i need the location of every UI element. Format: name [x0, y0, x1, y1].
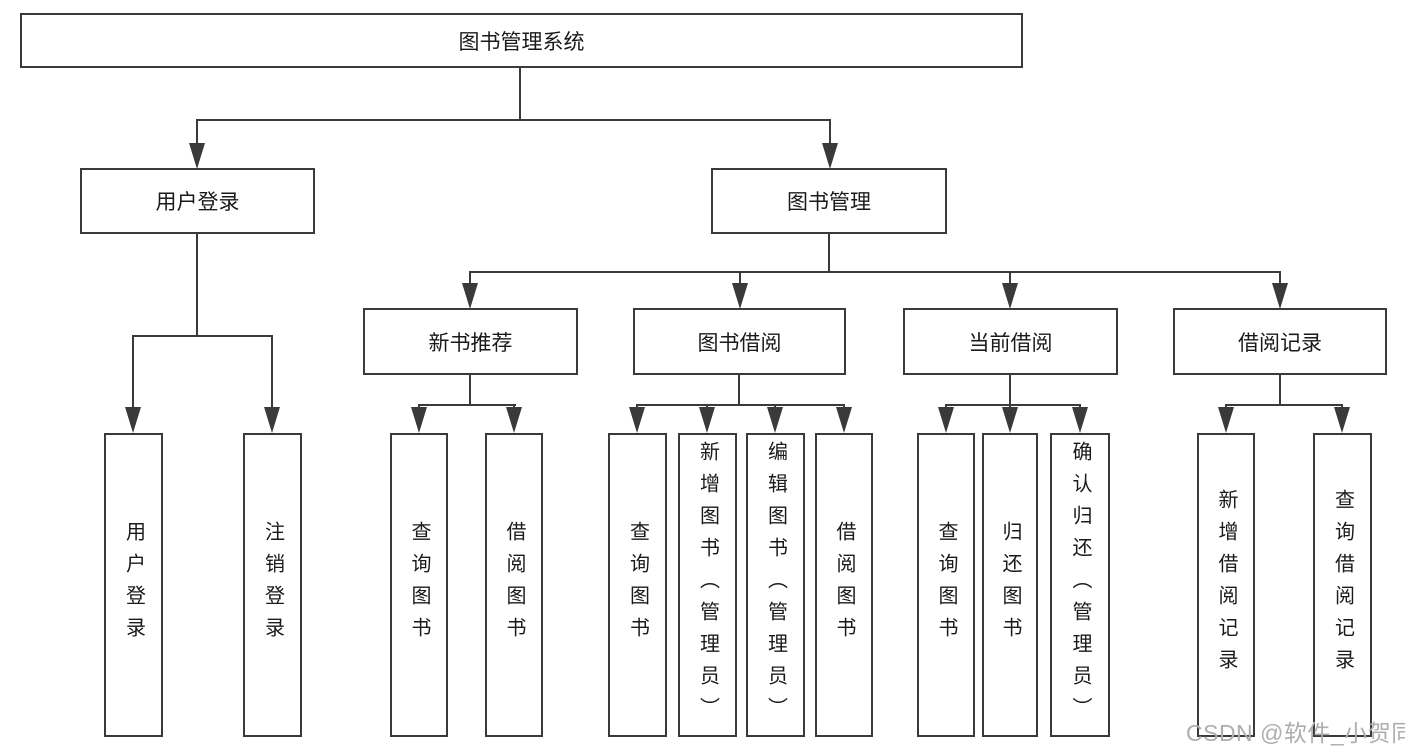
- arrow-down-icon: [506, 407, 522, 433]
- arrow-down-icon: [1334, 407, 1350, 433]
- node-label: 借阅图书: [833, 521, 855, 649]
- connector-line: [945, 404, 1081, 406]
- node-label: 借阅图书: [503, 521, 525, 649]
- node-label: 图书管理: [787, 191, 871, 214]
- connector-line: [271, 335, 273, 409]
- node-label: 查询借阅记录: [1331, 489, 1354, 681]
- node-label: 当前借阅: [968, 331, 1053, 355]
- leaf-query-borrow-record: 查询借阅记录: [1313, 433, 1372, 737]
- connector-line: [469, 271, 1281, 273]
- node-label: 编辑图书（管理员）: [764, 441, 787, 729]
- arrow-down-icon: [836, 407, 852, 433]
- node-label: 新增图书（管理员）: [696, 441, 719, 729]
- node-label: 注销登录: [261, 521, 284, 649]
- leaf-add-borrow-record: 新增借阅记录: [1197, 433, 1255, 737]
- arrow-down-icon: [938, 407, 954, 433]
- connector-line: [738, 373, 740, 406]
- arrow-down-icon: [1218, 407, 1234, 433]
- leaf-confirm-return-admin: 确认归还（管理员）: [1050, 433, 1110, 737]
- arrow-down-icon: [822, 143, 838, 169]
- connector-line: [1225, 404, 1343, 406]
- arrow-down-icon: [629, 407, 645, 433]
- node-label: 查询图书: [408, 521, 430, 649]
- arrow-down-icon: [462, 283, 478, 309]
- connector-line: [828, 232, 830, 273]
- node-label: 确认归还（管理员）: [1069, 441, 1091, 729]
- node-book-management: 图书管理: [711, 168, 947, 234]
- node-borrow-records: 借阅记录: [1173, 308, 1387, 375]
- leaf-return-books: 归还图书: [982, 433, 1038, 737]
- connector-line: [1279, 271, 1281, 285]
- arrow-down-icon: [411, 407, 427, 433]
- leaf-query-books-1: 查询图书: [390, 433, 448, 737]
- node-book-borrow: 图书借阅: [633, 308, 846, 375]
- node-label: 图书管理系统: [458, 30, 585, 54]
- leaf-borrow-books-2: 借阅图书: [815, 433, 873, 737]
- connector-line: [636, 404, 845, 406]
- arrow-down-icon: [189, 143, 205, 169]
- connector-line: [196, 232, 198, 337]
- leaf-logout: 注销登录: [243, 433, 302, 737]
- node-label: 用户登录: [155, 191, 240, 214]
- arrow-down-icon: [732, 283, 748, 309]
- connector-line: [196, 119, 198, 145]
- node-label: 归还图书: [999, 521, 1021, 649]
- node-user-login: 用户登录: [80, 168, 315, 234]
- connector-line: [196, 119, 831, 121]
- node-label: 查询图书: [626, 521, 649, 649]
- leaf-add-books-admin: 新增图书（管理员）: [678, 433, 737, 737]
- arrow-down-icon: [1002, 283, 1018, 309]
- arrow-down-icon: [699, 407, 715, 433]
- node-label: 新增借阅记录: [1215, 489, 1237, 681]
- arrow-down-icon: [264, 407, 280, 433]
- connector-line: [519, 66, 521, 121]
- node-label: 查询图书: [935, 521, 957, 649]
- node-new-book-recommend: 新书推荐: [363, 308, 578, 375]
- connector-line: [739, 271, 741, 285]
- node-current-borrow: 当前借阅: [903, 308, 1118, 375]
- connector-line: [829, 119, 831, 145]
- arrow-down-icon: [1272, 283, 1288, 309]
- arrow-down-icon: [1072, 407, 1088, 433]
- leaf-borrow-books-1: 借阅图书: [485, 433, 543, 737]
- csdn-watermark: CSDN @软件_小贺同学: [1186, 720, 1405, 746]
- leaf-query-books-3: 查询图书: [917, 433, 975, 737]
- connector-line: [132, 335, 273, 337]
- connector-line: [1009, 271, 1011, 285]
- connector-line: [469, 271, 471, 285]
- node-label: 借阅记录: [1238, 331, 1322, 355]
- node-label: 新书推荐: [428, 331, 513, 355]
- node-root: 图书管理系统: [20, 13, 1023, 68]
- connector-line: [1279, 373, 1281, 406]
- arrow-down-icon: [125, 407, 141, 433]
- node-label: 用户登录: [122, 521, 145, 649]
- connector-line: [418, 404, 516, 406]
- leaf-query-books-2: 查询图书: [608, 433, 667, 737]
- leaf-edit-books-admin: 编辑图书（管理员）: [746, 433, 805, 737]
- connector-line: [132, 335, 134, 409]
- node-label: 图书借阅: [697, 331, 782, 355]
- arrow-down-icon: [1002, 407, 1018, 433]
- connector-line: [1009, 373, 1011, 406]
- connector-line: [469, 373, 471, 406]
- leaf-user-login: 用户登录: [104, 433, 163, 737]
- arrow-down-icon: [767, 407, 783, 433]
